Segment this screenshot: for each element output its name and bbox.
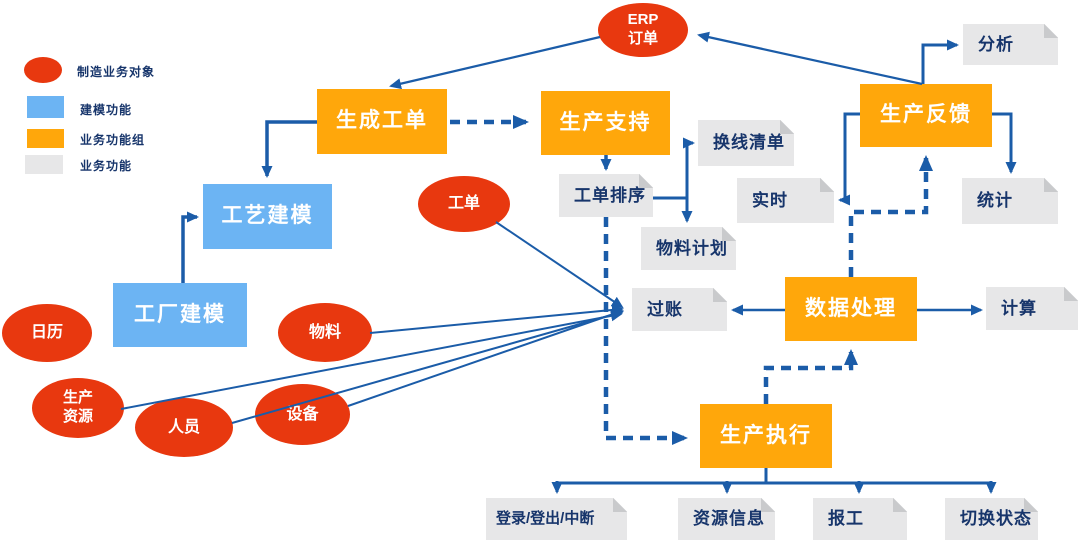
node-changeover-list: 换线清单 xyxy=(698,120,794,166)
node-work-order: 工单 xyxy=(418,176,510,232)
legend-swatch-modeling-function xyxy=(27,96,64,118)
legend-label-business-object: 制造业务对象 xyxy=(77,65,156,79)
arrow-feedback-to-realtime xyxy=(838,112,860,206)
arrow-factory-to-process-modeling xyxy=(181,211,199,283)
arrow-feedback-to-erp xyxy=(697,31,923,86)
dashed-execution-to-data-processing xyxy=(763,349,858,404)
legend-label-modeling-function: 建模功能 xyxy=(80,103,133,117)
node-generate-work-order: 生成工单 xyxy=(317,89,447,154)
line-equipment-to-posting xyxy=(347,309,624,407)
node-process-modeling: 工艺建模 xyxy=(203,184,332,249)
legend-label-function-group: 业务功能组 xyxy=(80,133,146,147)
node-resource-info: 资源信息 xyxy=(678,498,775,540)
node-work-order-sorting: 工单排序 xyxy=(559,174,653,217)
node-personnel: 人员 xyxy=(135,398,233,457)
node-calculation: 计算 xyxy=(986,287,1078,330)
node-production-support: 生产支持 xyxy=(541,91,670,155)
node-production-execution: 生产执行 xyxy=(700,404,832,468)
dashed-data-processing-to-feedback xyxy=(848,155,933,277)
legend-swatch-business-object xyxy=(24,57,62,83)
line-work-order-to-posting xyxy=(495,221,624,309)
node-data-processing: 数据处理 xyxy=(785,277,917,341)
arrow-generate-to-process-modeling xyxy=(261,120,317,178)
node-erp-order: ERP 订单 xyxy=(598,3,688,57)
legend-label-business-function: 业务功能 xyxy=(80,159,133,173)
node-report-work: 报工 xyxy=(813,498,907,540)
arrow-feedback-to-statistics xyxy=(992,112,1017,174)
node-erp-order-line2: 订单 xyxy=(627,30,658,47)
node-production-resource-line2: 资源 xyxy=(62,408,93,425)
node-erp-order-line1: ERP xyxy=(627,11,659,29)
legend-swatch-business-function xyxy=(25,155,63,174)
node-posting: 过账 xyxy=(632,288,727,331)
node-realtime: 实时 xyxy=(737,178,834,223)
node-production-resource-line1: 生产 xyxy=(62,389,93,407)
node-production-resource: 生产 资源 xyxy=(32,378,124,438)
arrow-feedback-to-analysis xyxy=(921,39,959,84)
node-material: 物料 xyxy=(278,303,372,362)
line-material-to-posting xyxy=(369,304,624,334)
node-factory-modeling: 工厂建模 xyxy=(113,283,247,347)
legend-swatch-function-group xyxy=(27,129,64,148)
node-production-feedback: 生产反馈 xyxy=(860,84,992,147)
node-material-planning: 物料计划 xyxy=(641,227,736,270)
node-calendar: 日历 xyxy=(2,304,92,362)
node-analysis: 分析 xyxy=(963,24,1058,65)
node-login-logout-interrupt: 登录/登出/中断 xyxy=(486,498,627,540)
arrow-erp-to-generate xyxy=(389,35,601,90)
node-statistics: 统计 xyxy=(962,178,1058,224)
line-execution-drop xyxy=(557,468,991,485)
node-equipment: 设备 xyxy=(255,384,350,445)
node-switch-status: 切换状态 xyxy=(945,498,1038,540)
